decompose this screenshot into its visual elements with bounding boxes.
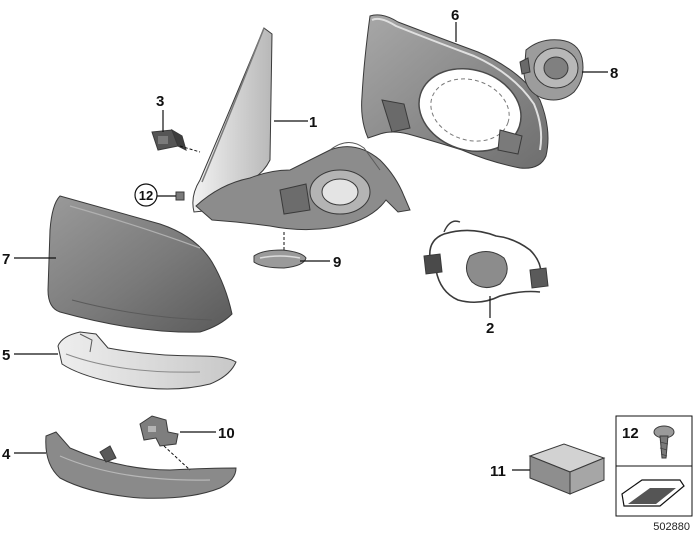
callout-2: 2 (486, 320, 494, 337)
document-number: 502880 (653, 521, 690, 533)
reference-box: 12 (615, 415, 693, 517)
callout-4: 4 (2, 446, 11, 463)
callout-1: 1 (309, 114, 317, 131)
part-9-cover-plate (253, 249, 307, 269)
callout-11: 11 (490, 463, 506, 480)
callout-12-circled: 12 (139, 188, 153, 203)
callout-12-circle (134, 183, 158, 207)
part-3-connector (151, 128, 187, 151)
part-4-lower-trim (45, 431, 237, 499)
screw-icon (653, 425, 675, 459)
part-2-wiring-harness (423, 220, 549, 304)
part-6-housing-frame (361, 14, 549, 169)
reference-label-12: 12 (622, 425, 639, 442)
callout-9: 9 (333, 254, 341, 271)
callout-10: 10 (218, 425, 235, 442)
part-8-actuator (519, 39, 584, 101)
leader-lines (14, 22, 608, 471)
part-7-mirror-cap (47, 195, 233, 333)
callout-labels: 1 2 3 4 5 6 7 8 9 10 11 12 (2, 7, 618, 480)
callout-5: 5 (2, 347, 10, 364)
callout-8: 8 (610, 65, 618, 82)
callout-3: 3 (156, 93, 164, 110)
callout-7: 7 (2, 251, 10, 268)
part-5-turn-signal (57, 331, 237, 390)
callout-6: 6 (451, 7, 459, 24)
direction-arrow-icon (621, 479, 685, 507)
part-10-bracket (139, 415, 179, 447)
part-1-mirror-glass-base (175, 27, 411, 231)
part-11-kit-box (528, 443, 606, 495)
